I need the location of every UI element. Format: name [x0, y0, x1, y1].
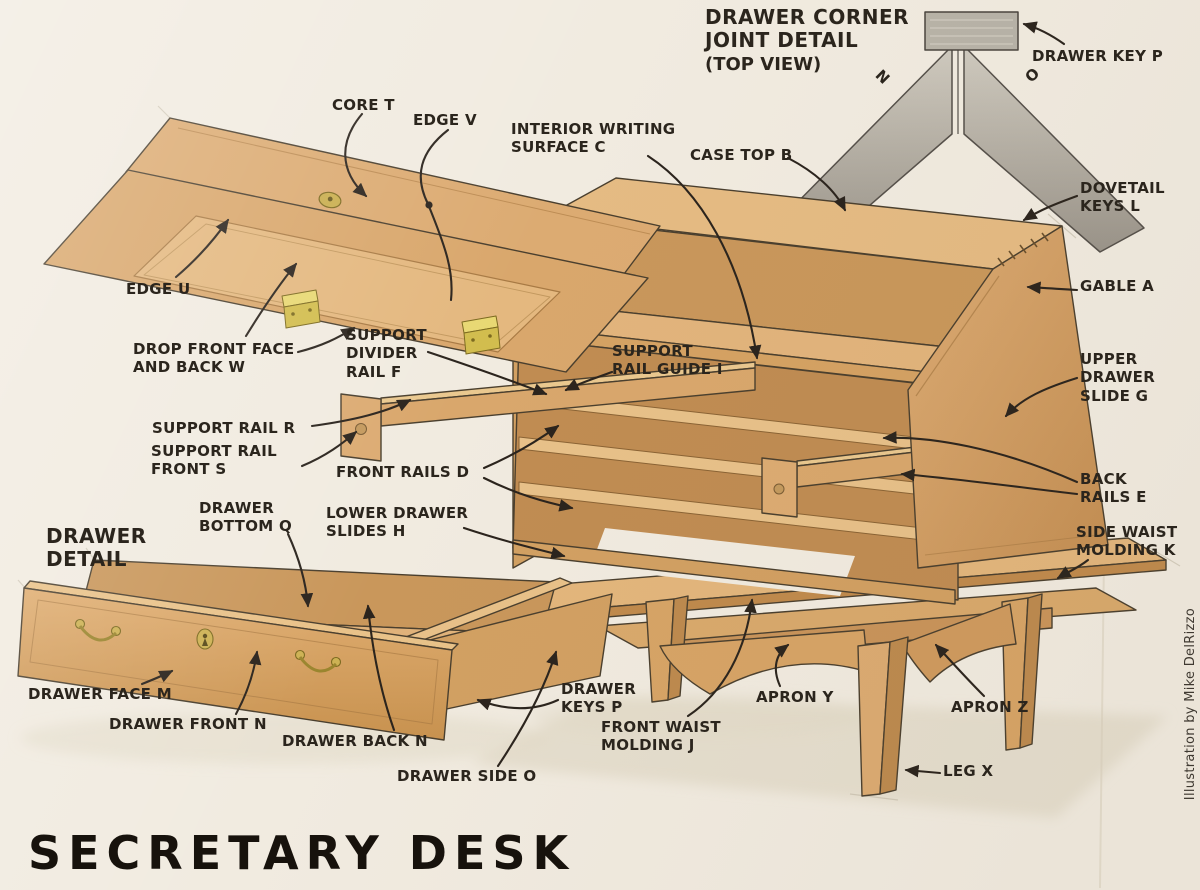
label-interior-writing-surface-c: INTERIOR WRITING SURFACE C — [511, 120, 676, 157]
label-edge-v: EDGE V — [413, 111, 477, 129]
desk-case — [340, 177, 1109, 605]
dovetail-key-marks — [997, 232, 1049, 267]
leader-arrows — [140, 21, 1090, 778]
label-support-divider-rail-f: SUPPORT DIVIDER RAIL F — [346, 326, 427, 381]
drawer-face-panel — [17, 587, 453, 741]
label-drawer-side-o: DRAWER SIDE O — [397, 767, 537, 785]
label-support-rail-r: SUPPORT RAIL R — [152, 419, 296, 437]
front-rails — [518, 391, 959, 545]
drawer-hardware — [74, 618, 342, 673]
label-back-rails-e: BACK RAILS E — [1080, 470, 1147, 507]
label-leg-x: LEG X — [943, 762, 994, 780]
label-dovetail-keys-l: DOVETAIL KEYS L — [1080, 179, 1165, 216]
case-gable — [907, 225, 1109, 569]
drawer-detail-heading: DRAWER DETAIL — [46, 524, 147, 571]
keyhole-escutcheon — [318, 191, 342, 209]
page-title: SECRETARY DESK — [28, 826, 576, 880]
apron-side — [901, 603, 1017, 683]
label-drawer-face-m: DRAWER FACE M — [28, 685, 172, 703]
joint-key-label: DRAWER KEY P — [1032, 47, 1164, 65]
joint-detail-subheading: (TOP VIEW) — [705, 54, 822, 75]
label-drop-front-face-w: DROP FRONT FACE AND BACK W — [133, 340, 295, 377]
label-case-top-b: CASE TOP B — [690, 146, 793, 164]
label-edge-u: EDGE U — [126, 280, 191, 298]
leg-back-right — [1001, 593, 1043, 751]
label-side-waist-molding-k: SIDE WAIST MOLDING K — [1076, 523, 1178, 560]
drop-front-recessed-field — [133, 215, 561, 353]
label-drawer-bottom-q: DRAWER BOTTOM Q — [199, 499, 293, 536]
drop-front-panels — [43, 117, 661, 373]
label-support-rail-guide-i: SUPPORT RAIL GUIDE I — [612, 342, 723, 379]
hinge-right — [461, 315, 501, 355]
drawer-detail-figure — [17, 559, 613, 741]
case-bottom-rail — [512, 539, 956, 605]
leg-front-right — [857, 636, 909, 797]
label-front-rails-d: FRONT RAILS D — [336, 463, 470, 481]
illustrator-credit: Illustration by Mike DelRizzo — [1183, 608, 1198, 801]
apron-front — [659, 629, 869, 695]
joint-detail-heading: DRAWER CORNER JOINT DETAIL — [705, 5, 910, 52]
drawer-key-part — [924, 11, 1019, 51]
desk-base — [597, 587, 1137, 797]
label-support-rail-front-s: SUPPORT RAIL FRONT S — [151, 442, 277, 479]
label-apron-y: APRON Y — [756, 688, 834, 706]
label-apron-z: APRON Z — [951, 698, 1029, 716]
hinge-left — [281, 289, 321, 329]
label-upper-drawer-slide-g: UPPER DRAWER SLIDE G — [1080, 350, 1156, 405]
label-drawer-keys-p: DRAWER KEYS P — [561, 680, 637, 717]
label-core-t: CORE T — [332, 96, 395, 114]
label-front-waist-molding-j: FRONT WAIST MOLDING J — [601, 718, 721, 755]
label-drawer-back-n: DRAWER BACK N — [282, 732, 428, 750]
label-drawer-front-n: DRAWER FRONT N — [109, 715, 267, 733]
label-lower-drawer-slides-h: LOWER DRAWER SLIDES H — [326, 504, 469, 541]
label-gable-a: GABLE A — [1080, 277, 1155, 295]
